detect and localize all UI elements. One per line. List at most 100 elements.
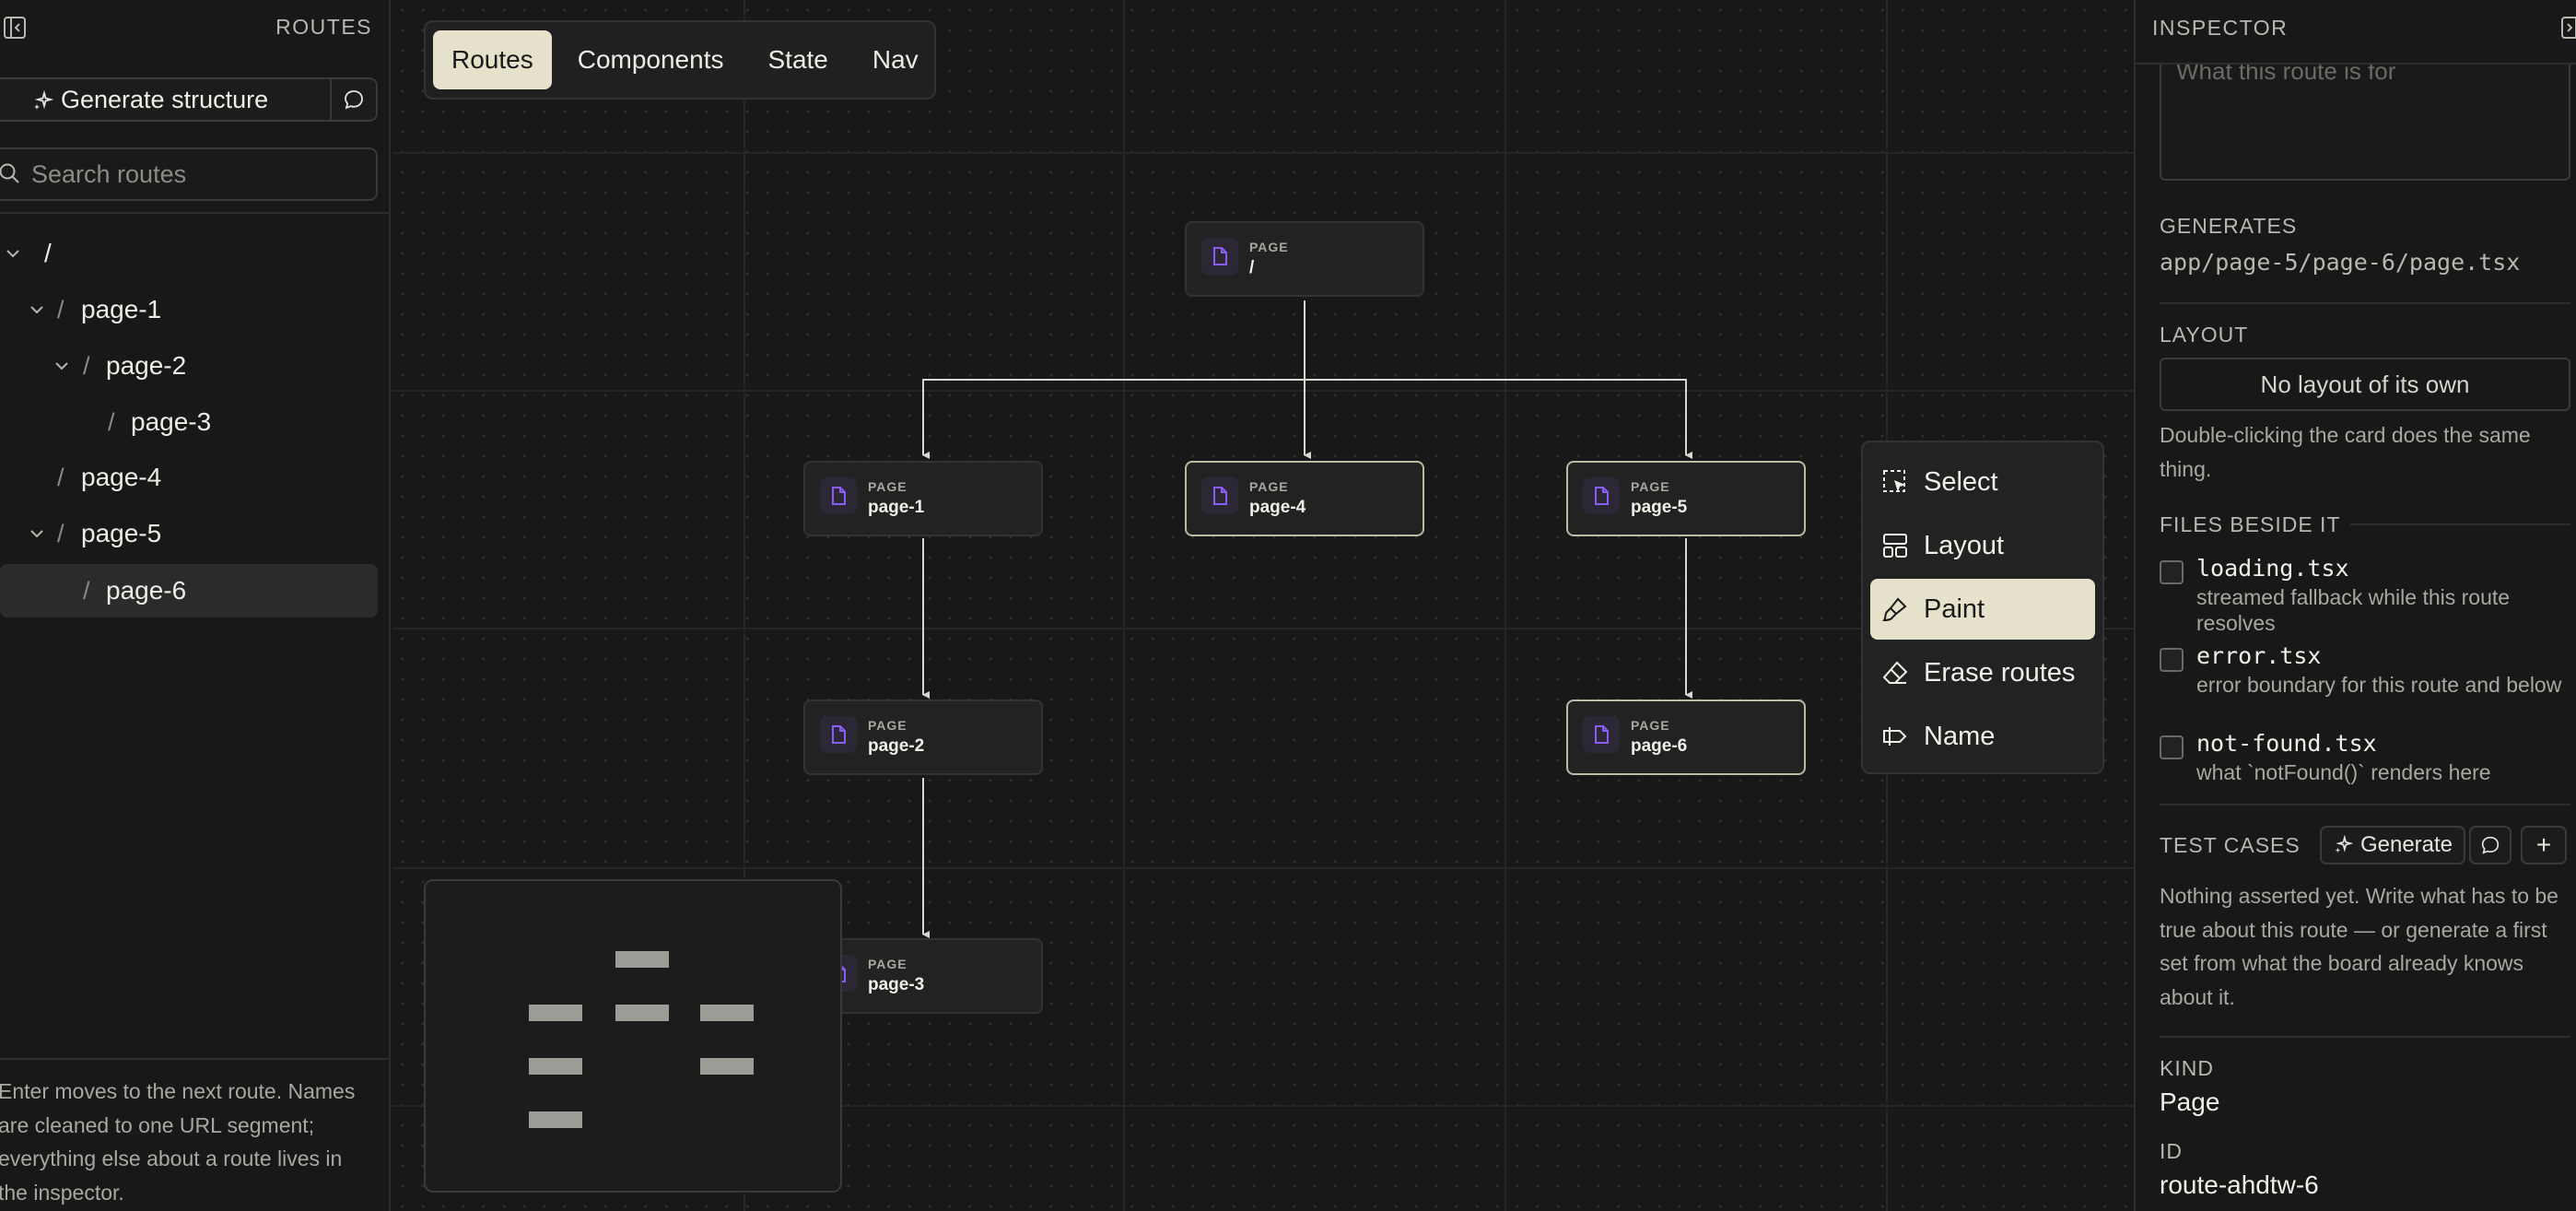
chat-bubble-icon xyxy=(2481,836,2500,854)
add-test-button[interactable]: + xyxy=(2521,826,2567,864)
tool-name[interactable]: Name xyxy=(1870,706,2095,767)
route-card-page-6[interactable]: PAGE page-6 xyxy=(1566,700,1806,775)
minimap-node xyxy=(615,951,669,968)
tree-item-page-3[interactable]: / page-3 xyxy=(0,395,378,449)
minimap[interactable] xyxy=(424,879,842,1193)
route-name: page-3 xyxy=(868,975,925,994)
files-label: FILES BESIDE IT xyxy=(2160,512,2350,537)
layout-help: Double-clicking the card does the same t… xyxy=(2160,423,2531,481)
tab-state[interactable]: State xyxy=(767,45,828,74)
tree-item-label: page-3 xyxy=(131,407,212,436)
route-card-root[interactable]: PAGE / xyxy=(1185,221,1424,297)
route-kind: PAGE xyxy=(868,718,907,733)
file-name: not-found.tsx xyxy=(2196,730,2377,757)
eraser-icon xyxy=(1882,661,1908,684)
add-layout-button[interactable]: No layout of its own xyxy=(2160,358,2570,411)
chevron-down-icon[interactable] xyxy=(4,244,22,263)
error-checkbox[interactable] xyxy=(2160,648,2184,672)
chevron-down-icon[interactable] xyxy=(28,524,46,543)
loading-checkbox[interactable] xyxy=(2160,560,2184,584)
path-separator: / xyxy=(83,351,90,380)
inspector-divider xyxy=(2160,804,2570,805)
tree-item-page-6[interactable]: / page-6 xyxy=(0,564,378,617)
sidebar-help-text: Enter moves to the next route. Names are… xyxy=(0,1079,356,1205)
minimap-node xyxy=(529,1058,582,1075)
tree-item-label: page-5 xyxy=(81,519,162,547)
page-file-icon xyxy=(1583,477,1620,514)
tab-components[interactable]: Components xyxy=(577,45,724,74)
generate-structure-button[interactable]: Generate structure xyxy=(0,79,332,120)
page-file-icon xyxy=(820,477,857,514)
select-icon xyxy=(1883,470,1905,492)
not-found-checkbox[interactable] xyxy=(2160,735,2184,759)
layout-icon xyxy=(1883,534,1907,558)
route-card-page-2[interactable]: PAGE page-2 xyxy=(803,700,1043,775)
route-kind: PAGE xyxy=(1249,479,1289,494)
page-file-icon xyxy=(1201,477,1238,514)
id-value: route-ahdtw-6 xyxy=(2160,1170,2319,1199)
collapse-inspector-icon[interactable] xyxy=(2559,15,2576,45)
inspector-divider xyxy=(2160,523,2570,525)
minimap-node xyxy=(615,1005,669,1021)
routes-sidebar: ROUTES Generate structure / / page-1 / p… xyxy=(0,0,391,1211)
label-icon xyxy=(1883,727,1907,746)
generate-tests-button[interactable]: Generate xyxy=(2320,826,2465,864)
generate-structure-group: Generate structure xyxy=(0,77,378,122)
chevron-down-icon[interactable] xyxy=(28,300,46,319)
tool-label: Layout xyxy=(1924,530,2005,560)
tab-routes[interactable]: Routes xyxy=(433,30,552,89)
tree-item-page-5[interactable]: / page-5 xyxy=(0,507,378,560)
tree-item-label: page-1 xyxy=(81,295,162,323)
tool-palette: Select Layout Paint Erase routes Name xyxy=(1861,441,2104,774)
test-cases-help: Nothing asserted yet. Write what has to … xyxy=(2160,884,2558,1009)
generate-tests-label: Generate xyxy=(2359,832,2453,857)
file-name: loading.tsx xyxy=(2196,555,2349,582)
collapse-sidebar-icon[interactable] xyxy=(2,15,28,41)
page-file-icon xyxy=(1201,238,1238,275)
path-separator: / xyxy=(57,295,64,323)
route-card-page-5[interactable]: PAGE page-5 xyxy=(1566,461,1806,536)
kind-value: Page xyxy=(2160,1088,2220,1116)
path-separator: / xyxy=(57,463,64,491)
tree-item-label: page-6 xyxy=(106,576,187,605)
tab-nav[interactable]: Nav xyxy=(872,45,919,74)
tree-item-root[interactable]: / xyxy=(0,227,378,280)
inspector-header: INSPECTOR xyxy=(2136,0,2576,65)
route-kind: PAGE xyxy=(1631,479,1670,494)
tool-paint[interactable]: Paint xyxy=(1870,579,2095,640)
generates-path: app/page-5/page-6/page.tsx xyxy=(2160,249,2521,276)
route-kind: PAGE xyxy=(868,479,907,494)
route-name: page-2 xyxy=(868,736,925,756)
generate-chat-button[interactable] xyxy=(332,79,376,120)
route-name: page-5 xyxy=(1631,498,1688,517)
minimap-node xyxy=(529,1005,582,1021)
inspector-divider xyxy=(2160,302,2570,304)
tree-item-page-1[interactable]: / page-1 xyxy=(0,283,378,336)
route-card-page-4[interactable]: PAGE page-4 xyxy=(1185,461,1424,536)
sidebar-divider xyxy=(0,1058,389,1060)
search-routes-field xyxy=(0,147,378,201)
tool-erase-routes[interactable]: Erase routes xyxy=(1870,642,2095,703)
path-separator: / xyxy=(83,576,90,605)
route-board-canvas[interactable]: Routes Components State Nav PAGE / PAGE … xyxy=(392,0,2134,1211)
route-card-page-1[interactable]: PAGE page-1 xyxy=(803,461,1043,536)
file-name: error.tsx xyxy=(2196,642,2322,669)
tool-layout[interactable]: Layout xyxy=(1870,515,2095,576)
inspector-panel: INSPECTOR GENERATES app/page-5/page-6/pa… xyxy=(2134,0,2576,1211)
search-routes-input[interactable] xyxy=(31,159,363,189)
generates-label: GENERATES xyxy=(2160,214,2298,238)
route-kind: PAGE xyxy=(1631,718,1670,733)
route-name: page-1 xyxy=(868,498,925,517)
chevron-down-icon[interactable] xyxy=(53,357,71,375)
tree-item-page-2[interactable]: / page-2 xyxy=(0,339,378,393)
route-connectors xyxy=(922,300,1692,938)
page-file-icon xyxy=(820,716,857,753)
tool-select[interactable]: Select xyxy=(1870,452,2095,512)
tests-chat-button[interactable] xyxy=(2469,826,2512,864)
sidebar-divider xyxy=(0,212,389,214)
minimap-node xyxy=(529,1111,582,1128)
path-separator: / xyxy=(57,519,64,547)
tree-item-page-4[interactable]: / page-4 xyxy=(0,451,378,504)
tool-label: Erase routes xyxy=(1924,657,2076,688)
generate-structure-label: Generate structure xyxy=(61,85,269,113)
